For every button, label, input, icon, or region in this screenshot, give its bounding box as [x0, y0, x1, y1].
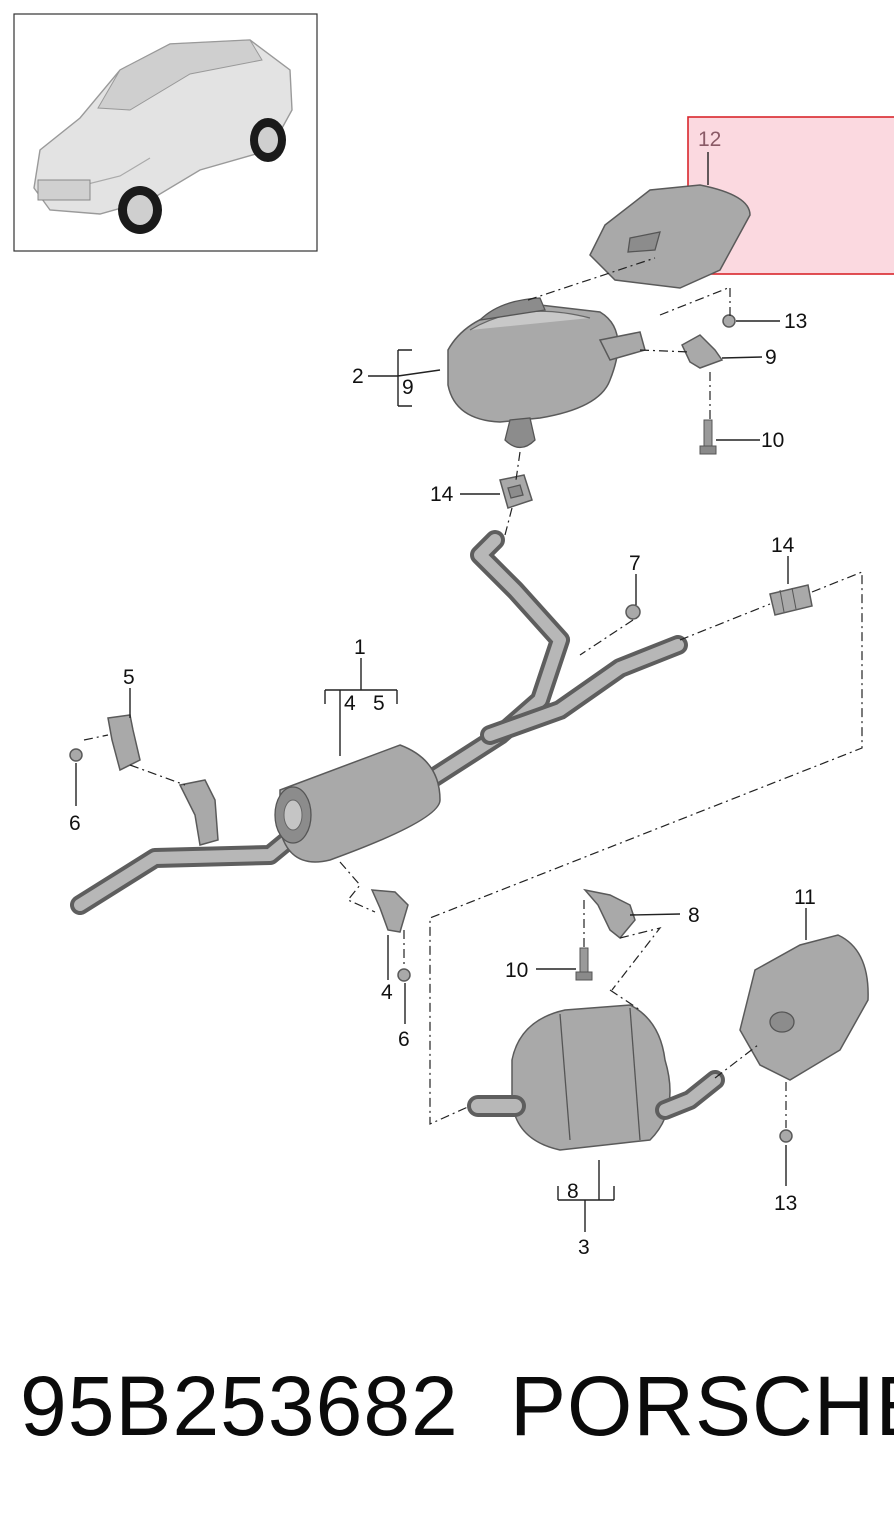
- part-number: 95B253682: [20, 1359, 459, 1453]
- callout-13-lower: 13: [774, 1192, 797, 1215]
- bracket-upper: [681, 334, 724, 369]
- hanger-4: [370, 889, 409, 933]
- callout-5: 5: [123, 666, 135, 689]
- callout-14-right: 14: [771, 534, 795, 557]
- callout-13-upper: 13: [784, 310, 807, 333]
- assembly-lines: [83, 257, 863, 1128]
- callout-3: 3: [578, 1236, 590, 1259]
- callout-6-lower: 6: [398, 1028, 410, 1051]
- callout-14-upper: 14: [430, 483, 454, 506]
- nut-7: [625, 604, 641, 620]
- front-silencer: [274, 744, 441, 863]
- tailpipe-trim-lower: [739, 934, 869, 1081]
- bolt-upper: [699, 419, 717, 455]
- bolt-lower: [575, 947, 593, 981]
- callout-labels: 12 13 9 10 2 9 14 7 14 1 4 5 5 6 4 6 8 1…: [69, 128, 816, 1259]
- leader-lines: [75, 152, 807, 1232]
- exhaust-parts-diagram: 12 13 9 10 2 9 14 7 14 1 4 5 5 6 4 6 8 1…: [13, 13, 894, 1259]
- nut-6-lower: [397, 968, 411, 982]
- callout-6-upper: 6: [69, 812, 81, 835]
- hanger-5: [107, 714, 141, 772]
- callout-8-bracket: 8: [567, 1180, 579, 1203]
- callout-7: 7: [629, 552, 641, 575]
- bracket-lower: [582, 888, 636, 940]
- main-exhaust-pipe: [70, 530, 688, 915]
- callout-11: 11: [794, 886, 816, 909]
- clamp-upper: [499, 474, 533, 509]
- brand-name: PORSCHE: [510, 1359, 894, 1453]
- callout-2: 2: [352, 365, 364, 388]
- callout-9-bracket: 9: [402, 376, 414, 399]
- clamp-right: [769, 584, 813, 616]
- callout-1: 1: [354, 636, 366, 659]
- callout-9-upper: 9: [765, 346, 777, 369]
- rear-silencer-lower: [467, 1004, 725, 1151]
- callout-4: 4: [381, 981, 393, 1004]
- rear-silencer-upper: [447, 297, 646, 449]
- tailpipe-trim-upper: [589, 184, 751, 289]
- bracket-left: [178, 779, 219, 846]
- nut-13-lower: [779, 1129, 793, 1143]
- nut-6-upper: [69, 748, 83, 762]
- callout-4-bracket: 4: [344, 692, 356, 715]
- vehicle-thumbnail: [13, 13, 318, 252]
- callout-10-lower: 10: [505, 959, 528, 982]
- callout-5-bracket: 5: [373, 692, 385, 715]
- callout-10-upper: 10: [761, 429, 784, 452]
- nut-upper: [722, 314, 736, 328]
- callout-12: 12: [698, 128, 721, 151]
- callout-8: 8: [688, 904, 700, 927]
